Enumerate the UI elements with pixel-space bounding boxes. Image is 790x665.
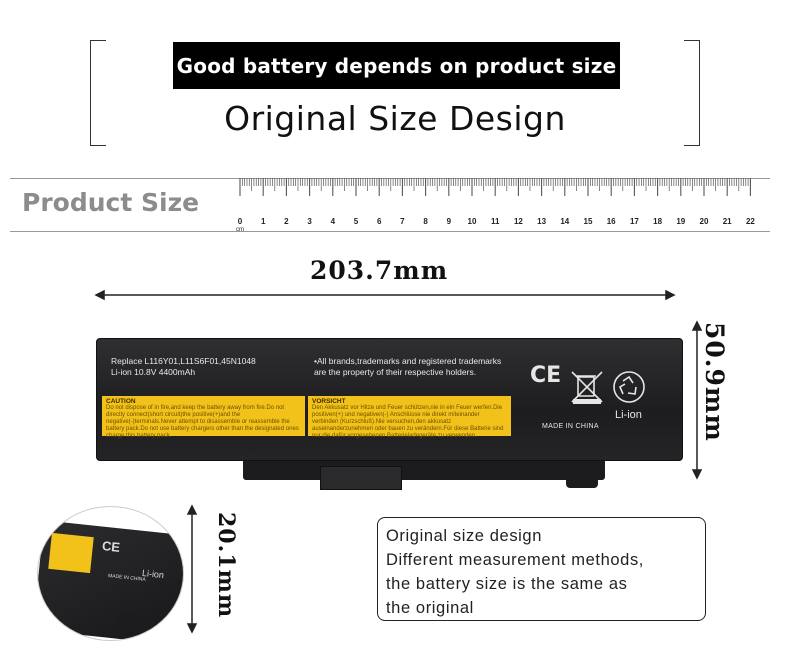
ruler-mark-label: 2 (284, 217, 289, 226)
product-size-label: Product Size (22, 188, 200, 217)
ruler-mark-label: 6 (377, 217, 382, 226)
caution-label: CAUTION Do not dispose of in fire,and ke… (102, 396, 305, 439)
length-dimension: 203.7mm (310, 256, 449, 285)
ruler-strip-bottom-line (10, 231, 770, 232)
inset-chemistry-label: Li-ion (141, 567, 165, 581)
ruler-mark-label: 17 (630, 217, 639, 226)
battery-model-label: Replace L116Y01,L11S6F01,45N1048 Li-ion … (111, 356, 256, 378)
battery-spec-line: Li-ion 10.8V 4400mAh (111, 367, 196, 377)
battery-image: Replace L116Y01,L11S6F01,45N1048 Li-ion … (96, 338, 683, 461)
thickness-arrow-top-head (186, 504, 198, 515)
headline-banner: Good battery depends on product size (173, 42, 620, 89)
ruler-mark-label: 13 (537, 217, 546, 226)
ruler-mark-label: 12 (514, 217, 523, 226)
inset-ce-mark-icon: CE (101, 538, 121, 555)
battery-closeup-inset: CE MADE IN CHINA Li-ion (37, 506, 184, 641)
recycle-icon (613, 371, 645, 403)
inset-caution-label (48, 532, 94, 574)
ruler-mark-label: 15 (584, 217, 593, 226)
ruler-mark-label: 8 (423, 217, 428, 226)
ruler-mark-label: 0 (238, 217, 243, 226)
chemistry-label: Li-ion (615, 409, 642, 421)
length-arrow-right-head (665, 289, 676, 301)
crossed-bin-icon (571, 371, 603, 404)
ruler-mark-label: 3 (307, 217, 312, 226)
height-dimension: 50.9mm (700, 322, 729, 442)
ruler-mark-label: 7 (400, 217, 405, 226)
ruler-mark-label: 22 (746, 217, 755, 226)
height-arrow-top-head (691, 320, 703, 331)
height-arrow-bottom-head (691, 469, 703, 480)
battery-model-line: Replace L116Y01,L11S6F01,45N1048 (111, 356, 256, 366)
trademark-note-line-1: •All brands,trademarks and registered tr… (314, 356, 502, 366)
thickness-dimension: 20.1mm (213, 512, 239, 619)
ruler-mark-label: 14 (560, 217, 569, 226)
ruler-mark-label: 4 (331, 217, 336, 226)
ruler-mark-label: 18 (653, 217, 662, 226)
info-line: the original (386, 599, 474, 617)
ruler-mark-label: 21 (723, 217, 732, 226)
ruler-mark-label: 20 (700, 217, 709, 226)
ruler-mark-label: 9 (447, 217, 452, 226)
ruler-strip-top-line (10, 178, 770, 179)
trademark-note-line-2: are the property of their respective hol… (314, 367, 477, 377)
caution-title: CAUTION (106, 398, 136, 405)
header-bracket-right (684, 40, 700, 146)
vorsicht-label: VORSICHT Den Akkusatz vor Hitze und Feue… (308, 396, 511, 439)
ruler-mark-label: 19 (676, 217, 685, 226)
info-box: Original size design Different measureme… (377, 517, 706, 621)
info-line: the battery size is the same as (386, 575, 628, 593)
caution-body: Do not dispose of in fire,and keep the b… (106, 405, 299, 439)
vorsicht-title: VORSICHT (312, 398, 346, 405)
ruler-mark-label: 10 (468, 217, 477, 226)
ruler-mark-label: 11 (491, 217, 500, 226)
ce-mark-icon: CE (530, 363, 562, 388)
ruler-unit-label: cm (236, 227, 244, 232)
vorsicht-body: Den Akkusatz vor Hitze und Feuer schütze… (312, 405, 504, 439)
ruler-mark-label: 5 (354, 217, 359, 226)
header-bracket-left (90, 40, 106, 146)
page-title: Original Size Design (224, 99, 566, 138)
ruler-mark-label: 1 (261, 217, 266, 226)
ruler-mark-label: 16 (607, 217, 616, 226)
info-line: Original size design (386, 527, 542, 545)
thickness-arrow-bottom-head (186, 623, 198, 634)
length-arrow-left-head (94, 289, 105, 301)
origin-label: MADE IN CHINA (542, 423, 599, 430)
battery-bottom-rail (243, 460, 605, 480)
trademark-note: •All brands,trademarks and registered tr… (314, 356, 501, 378)
battery-latch-foot (566, 458, 598, 488)
battery-connector (320, 466, 402, 490)
info-line: Different measurement methods, (386, 551, 644, 569)
